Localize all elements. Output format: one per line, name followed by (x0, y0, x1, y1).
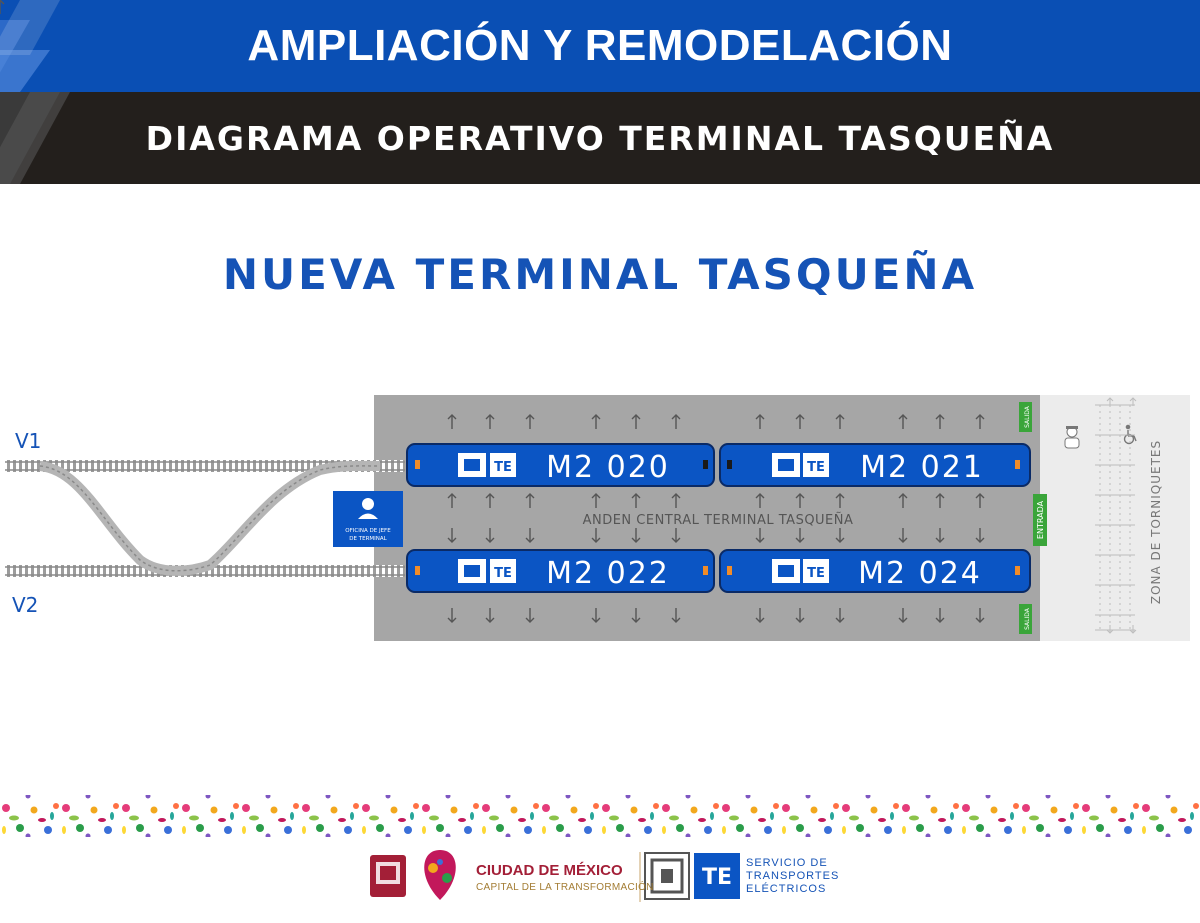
cdmx-name: CIUDAD DE MÉXICO (476, 862, 623, 879)
ste-logo-icon (803, 453, 829, 477)
security-guard-icon (1064, 426, 1080, 449)
cdmx-heart-logo (424, 850, 456, 900)
cdmx-tagline: CAPITAL DE LA TRANSFORMACIÓN (476, 882, 654, 893)
svg-text:TE: TE (494, 566, 512, 581)
svg-text:TE: TE (702, 865, 732, 890)
stripe-decoration (0, 0, 60, 92)
ste-logo-icon: TE (694, 853, 740, 899)
train-m2-022: TE M2 022 (406, 549, 715, 593)
turnstile-zone (1095, 404, 1135, 631)
train-id: M2 021 (860, 450, 984, 485)
svg-text:ENTRADA: ENTRADA (1036, 500, 1045, 539)
svg-text:TE: TE (494, 460, 512, 475)
entrance-sign: ENTRADA (1033, 494, 1047, 546)
train-id: M2 022 (546, 556, 670, 591)
ste-line-1: SERVICIO DE (746, 857, 828, 869)
office-label-line2: DE TERMINAL (349, 536, 387, 542)
svg-text:TE: TE (807, 566, 825, 581)
header-banner: AMPLIACIÓN Y REMODELACIÓN (0, 0, 1200, 92)
ste-line-3: ELÉCTRICOS (746, 883, 827, 895)
ste-name: SERVICIO DE TRANSPORTES ELÉCTRICOS (746, 857, 856, 896)
page-subtitle: DIAGRAMA OPERATIVO TERMINAL TASQUEÑA (145, 118, 1055, 158)
ste-logo-icon (490, 559, 516, 583)
platform-area (374, 395, 1040, 641)
exit-sign-bottom: SALIDA (1019, 604, 1032, 634)
svg-text:TE: TE (807, 460, 825, 475)
turnstile-area (1040, 395, 1190, 641)
exit-sign-top: SALIDA (1019, 402, 1032, 432)
stripe-decoration-dark (0, 92, 70, 184)
subheader-banner: DIAGRAMA OPERATIVO TERMINAL TASQUEÑA (0, 92, 1200, 184)
cdmx-shield-icon (370, 855, 406, 897)
svg-text:SALIDA: SALIDA (1024, 607, 1031, 630)
ste-line-2: TRANSPORTES (746, 870, 840, 882)
turnstile-arrows (1106, 397, 1137, 634)
diagram-title: NUEVA TERMINAL TASQUEÑA (222, 250, 978, 299)
track-label-v2: V2 (12, 593, 38, 617)
office-label-line1: OFICINA DE JEFE (345, 528, 391, 534)
ste-logo-icon (490, 453, 516, 477)
person-icon (362, 498, 374, 510)
ste-logo-icon (803, 559, 829, 583)
page-title: AMPLIACIÓN Y REMODELACIÓN (247, 21, 953, 70)
office-box: OFICINA DE JEFE DE TERMINAL (333, 491, 403, 547)
track-crossover (39, 460, 381, 576)
platform-label: ANDEN CENTRAL TERMINAL TASQUEÑA (583, 512, 854, 528)
turnstile-zone-label: ZONA DE TORNIQUETES (1149, 440, 1163, 604)
train-m2-021: TE M2 021 (719, 443, 1031, 487)
train-m2-020: TE M2 020 (406, 443, 715, 487)
train-id: M2 024 (858, 556, 982, 591)
train-m2-024: TE M2 024 (719, 549, 1031, 593)
decorative-floral-band (0, 795, 1200, 837)
svg-text:SALIDA: SALIDA (1024, 405, 1031, 428)
track-label-v1: V1 (15, 429, 41, 453)
metro-logo-icon (644, 852, 690, 900)
flow-arrows-group (447, 414, 985, 623)
flow-arrows-top (0, 0, 5, 14)
train-id: M2 020 (546, 450, 670, 485)
